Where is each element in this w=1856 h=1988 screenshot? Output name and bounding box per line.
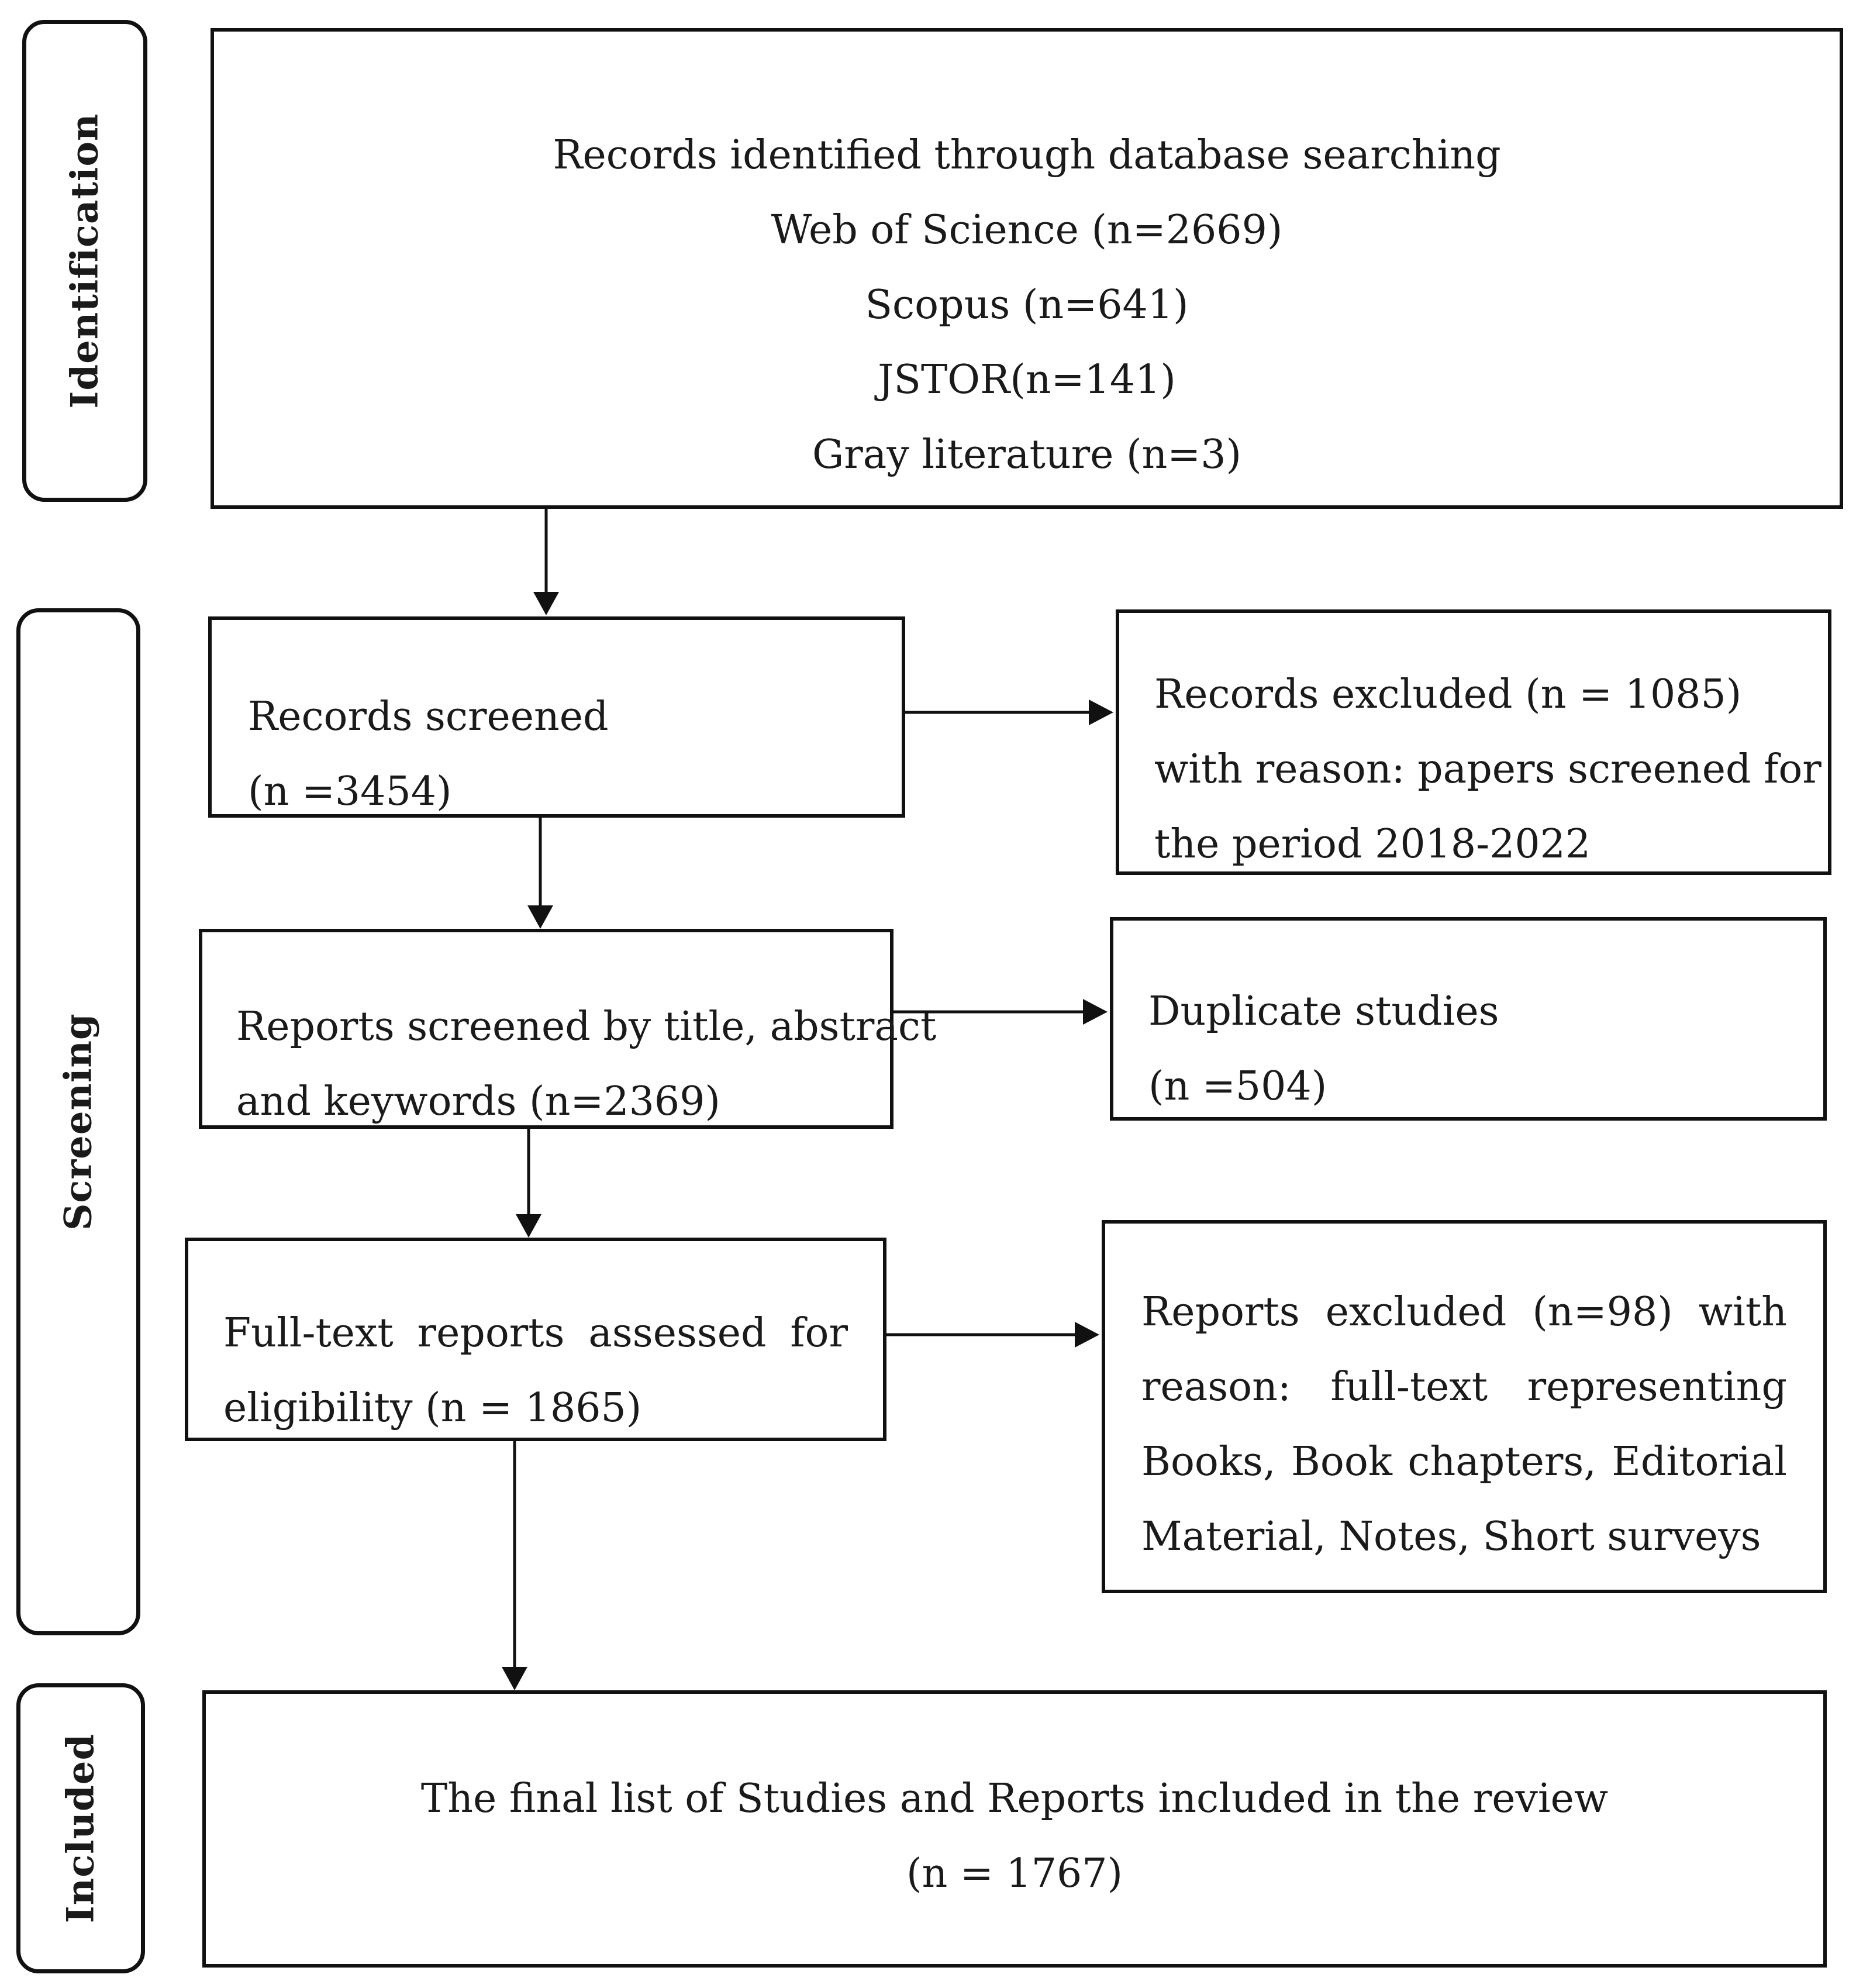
- records-excluded-box: Records excluded (n = 1085) with reason:…: [1116, 609, 1831, 875]
- identification-title: Records identified through database sear…: [553, 132, 1501, 178]
- reports-screened-line-1: Reports screened by title, abstract: [236, 1004, 937, 1050]
- final-included-label: The final list of Studies and Reports in…: [420, 1776, 1609, 1822]
- reports-excluded-box: Reports excluded (n=98) with reason: ful…: [1102, 1220, 1827, 1593]
- reports-excluded-line-1: Reports excluded (n=98) with: [1141, 1289, 1787, 1335]
- duplicates-label: Duplicate studies: [1148, 988, 1499, 1035]
- arrowhead-excluded: [1089, 700, 1113, 725]
- records-screened-box: Records screened (n =3454): [208, 616, 905, 818]
- records-screened-count: (n =3454): [248, 769, 452, 815]
- source-web-of-science: Web of Science (n=2669): [771, 207, 1283, 253]
- source-gray-literature: Gray literature (n=3): [812, 432, 1242, 478]
- phase-included: Included: [16, 1683, 145, 1973]
- records-excluded-line-1: Records excluded (n = 1085): [1154, 671, 1742, 718]
- arrowhead-reports: [527, 905, 553, 929]
- reports-excluded-line-3: Books, Book chapters, Editorial: [1141, 1439, 1787, 1485]
- source-scopus: Scopus (n=641): [865, 282, 1189, 328]
- phase-identification: Identification: [22, 20, 147, 502]
- arrowhead-identification: [533, 592, 559, 615]
- records-excluded-line-3: the period 2018-2022: [1154, 821, 1591, 867]
- arrowhead-reports-excluded: [1075, 1322, 1099, 1348]
- duplicates-count: (n =504): [1148, 1063, 1327, 1110]
- fulltext-assessed-line-2: eligibility (n = 1865): [223, 1385, 642, 1431]
- fulltext-assessed-box: Full-text reports assessed for eligibili…: [185, 1238, 886, 1441]
- fulltext-assessed-line-1: Full-text reports assessed for: [223, 1310, 848, 1356]
- identification-box: Records identified through database sear…: [211, 28, 1843, 509]
- reports-screened-box: Reports screened by title, abstract and …: [199, 929, 937, 1129]
- phase-screening: Screening: [16, 608, 140, 1635]
- reports-excluded-line-2: reason: full-text representing: [1141, 1364, 1787, 1410]
- duplicates-box: Duplicate studies (n =504): [1110, 917, 1827, 1121]
- reports-excluded-line-4: Material, Notes, Short surveys: [1141, 1514, 1761, 1560]
- arrowhead-final: [502, 1667, 527, 1690]
- reports-screened-line-2: and keywords (n=2369): [236, 1079, 720, 1125]
- final-included-count: (n = 1767): [906, 1851, 1123, 1897]
- records-screened-label: Records screened: [248, 694, 609, 740]
- final-included-box: The final list of Studies and Reports in…: [202, 1690, 1827, 1968]
- arrowhead-fulltext: [516, 1214, 541, 1238]
- records-excluded-line-2: with reason: papers screened for: [1154, 746, 1821, 793]
- arrowhead-duplicates: [1083, 999, 1108, 1025]
- source-jstor: JSTOR(n=141): [878, 357, 1176, 403]
